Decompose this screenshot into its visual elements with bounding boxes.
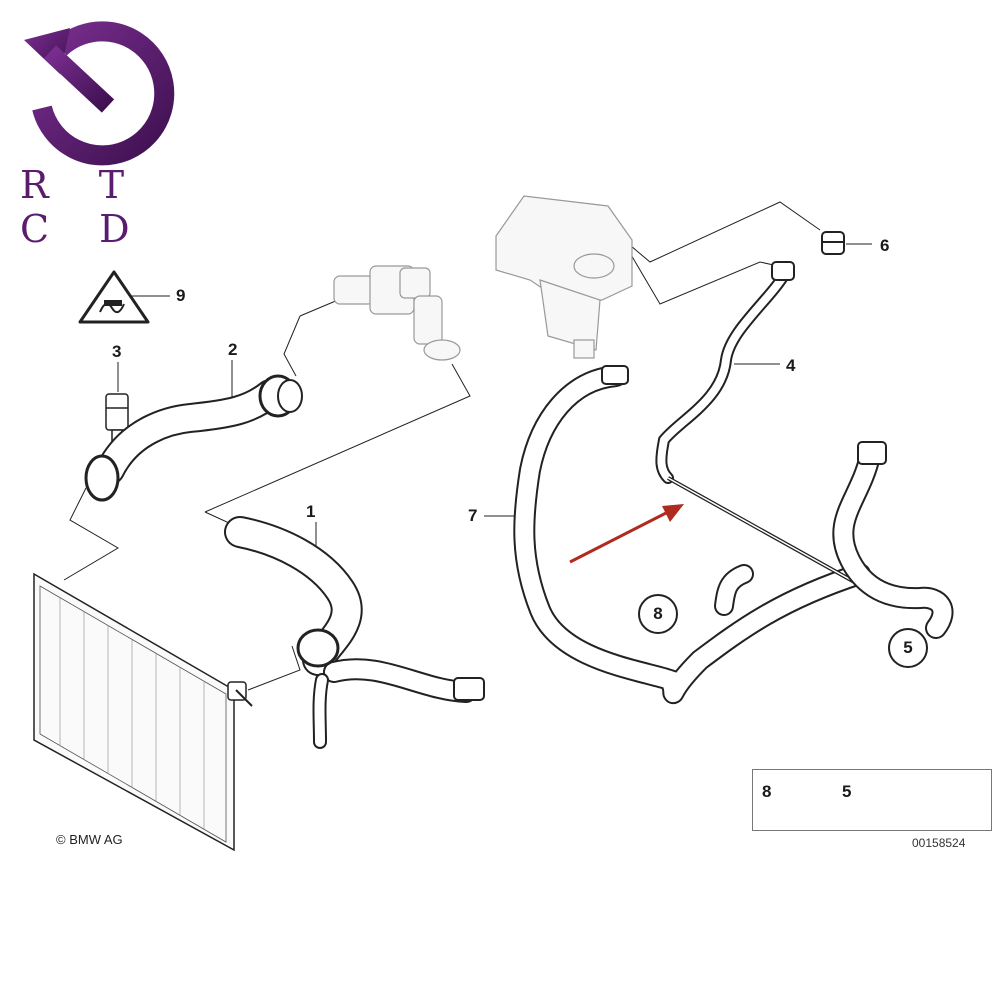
logo-text: R T C D — [20, 163, 149, 251]
callout-9: 9 — [176, 286, 186, 305]
callout-2: 2 — [228, 340, 238, 359]
hose-1 — [224, 516, 485, 749]
copyright-text: © BMW AG — [56, 832, 123, 847]
cap-6 — [821, 231, 845, 255]
hose-4 — [655, 261, 877, 596]
callout-1: 1 — [306, 502, 316, 521]
radiator — [33, 572, 253, 852]
callout-4: 4 — [786, 356, 796, 375]
legend-label-5: 5 — [842, 782, 852, 801]
hose-5 — [714, 441, 954, 639]
red-pointer-arrow — [569, 504, 684, 564]
legend-label-8: 8 — [762, 782, 772, 801]
legend-box — [752, 769, 992, 831]
expansion-tank — [495, 195, 633, 359]
callout-8-circled: 8 — [638, 594, 678, 634]
callout-5-circled: 5 — [888, 628, 928, 668]
hose-2 — [84, 374, 303, 502]
callout-6: 6 — [880, 236, 890, 255]
circular-arrow-icon — [24, 21, 175, 166]
callout-7: 7 — [468, 506, 478, 525]
thermostat-housing — [333, 265, 461, 361]
document-number: 00158524 — [912, 836, 966, 850]
callout-3: 3 — [112, 342, 122, 361]
warning-triangle-icon — [78, 270, 150, 324]
hose-7 — [513, 365, 871, 705]
